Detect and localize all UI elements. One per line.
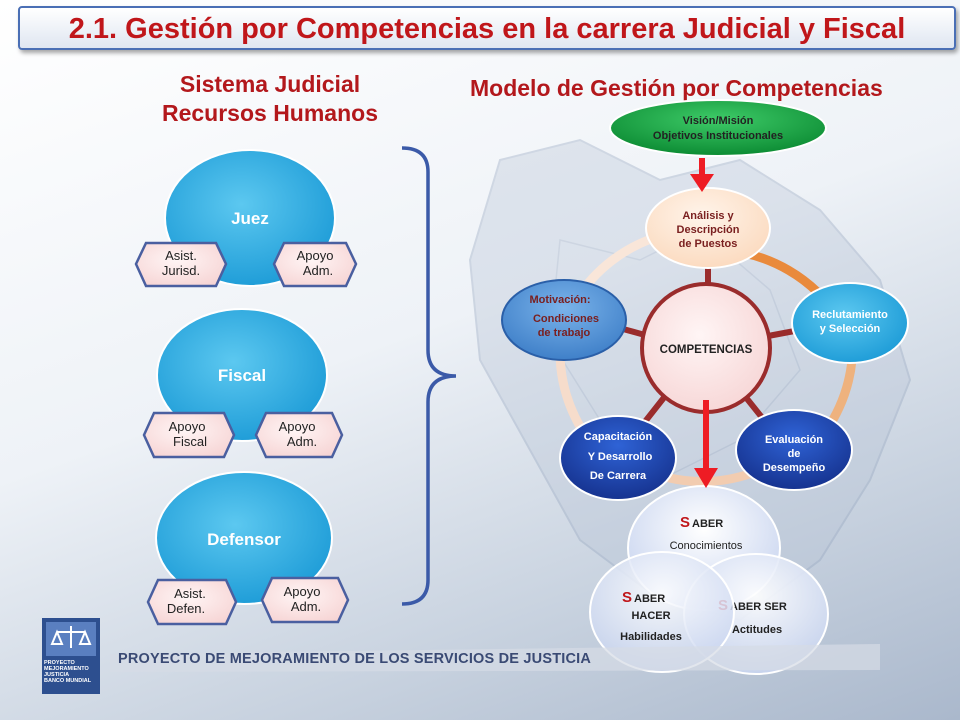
svg-text:Desempeño: Desempeño xyxy=(763,462,826,474)
venn-hacer: S ABER HACER Habilidades xyxy=(589,551,735,673)
curly-bracket xyxy=(401,146,457,606)
logo-justicia xyxy=(42,618,100,694)
node-capacitacion: Capacitación Y Desarrollo De Carrera xyxy=(559,415,677,501)
svg-text:De Carrera: De Carrera xyxy=(590,470,647,482)
svg-text:Descripción: Descripción xyxy=(677,224,740,236)
svg-text:Defensor: Defensor xyxy=(207,530,281,549)
tag-apoyo-adm-fiscal: Apoyo Adm. xyxy=(254,411,344,459)
role-juez: Juez Asist. Jurisd. Apoyo Adm. xyxy=(134,149,358,288)
svg-text:Apoyo: Apoyo xyxy=(284,584,321,599)
arrow-competencias-to-saber xyxy=(694,400,718,488)
svg-text:S: S xyxy=(622,589,632,606)
center-competencias: COMPETENCIAS xyxy=(640,282,772,414)
footer-project-text: PROYECTO DE MEJORAMIENTO DE LOS SERVICIO… xyxy=(118,651,592,667)
svg-text:Conocimientos: Conocimientos xyxy=(670,540,743,552)
svg-text:Objetivos Institucionales: Objetivos Institucionales xyxy=(653,130,783,142)
svg-text:Reclutamiento: Reclutamiento xyxy=(812,309,888,321)
role-fiscal: Fiscal Apoyo Fiscal Apoyo Adm. xyxy=(142,308,344,459)
tag-apoyo-adm-defensor: Apoyo Adm. xyxy=(260,576,350,624)
node-analisis: Análisis y Descripción de Puestos xyxy=(645,187,771,269)
svg-text:ABER: ABER xyxy=(692,518,723,530)
svg-text:ABER: ABER xyxy=(634,593,665,605)
role-defensor: Defensor Asist. Defen. Apoyo Adm. xyxy=(146,471,350,626)
svg-text:Adm.: Adm. xyxy=(287,434,317,449)
left-heading-line2: Recursos Humanos xyxy=(161,100,378,126)
tag-apoyo-adm-juez: Apoyo Adm. xyxy=(272,241,358,288)
svg-text:Asist.: Asist. xyxy=(165,248,197,263)
svg-text:Análisis y: Análisis y xyxy=(682,210,734,222)
title-bar: 2.1. Gestión por Competencias en la carr… xyxy=(18,6,956,50)
node-reclutamiento: Reclutamiento y Selección xyxy=(791,282,909,364)
svg-text:HACER: HACER xyxy=(631,610,670,622)
logo-text: PROYECTO MEJORAMIENTO JUSTICIA BANCO MUN… xyxy=(44,660,92,684)
svg-text:Fiscal: Fiscal xyxy=(173,434,207,449)
svg-text:Visión/Misión: Visión/Misión xyxy=(683,115,754,127)
svg-text:Capacitación: Capacitación xyxy=(584,431,653,443)
svg-text:Defen.: Defen. xyxy=(167,601,205,616)
footer-band xyxy=(110,644,880,672)
tag-asist-defen: Asist. Defen. xyxy=(146,578,238,626)
role-juez-label: Juez xyxy=(231,209,269,228)
svg-text:Adm.: Adm. xyxy=(303,263,333,278)
tag-apoyo-fiscal: Apoyo Fiscal xyxy=(142,411,236,459)
svg-text:Evaluación: Evaluación xyxy=(765,434,823,446)
svg-text:Habilidades: Habilidades xyxy=(620,631,682,643)
svg-text:Jurisd.: Jurisd. xyxy=(162,263,200,278)
left-heading: Sistema Judicial Recursos Humanos xyxy=(120,70,420,128)
svg-text:Actitudes: Actitudes xyxy=(732,624,782,636)
svg-text:Asist.: Asist. xyxy=(174,586,206,601)
node-motivacion: Motivación: Condiciones de trabajo xyxy=(501,279,627,361)
svg-text:Adm.: Adm. xyxy=(291,599,321,614)
svg-text:S: S xyxy=(680,514,690,531)
svg-text:Condiciones: Condiciones xyxy=(533,313,599,325)
svg-text:de Puestos: de Puestos xyxy=(679,238,738,250)
svg-text:Fiscal: Fiscal xyxy=(218,366,266,385)
slide-title: 2.1. Gestión por Competencias en la carr… xyxy=(68,13,906,45)
svg-text:de trabajo: de trabajo xyxy=(538,327,591,339)
svg-text:Motivación:: Motivación: xyxy=(529,294,590,306)
right-heading: Modelo de Gestión por Competencias xyxy=(470,75,883,101)
node-evaluacion: Evaluación de Desempeño xyxy=(735,409,853,491)
svg-text:y Selección: y Selección xyxy=(820,323,881,335)
svg-text:ABER SER: ABER SER xyxy=(730,601,787,613)
tag-asist-jurisd: Asist. Jurisd. xyxy=(134,241,228,288)
svg-text:Apoyo: Apoyo xyxy=(279,419,316,434)
arrow-vision-to-analisis xyxy=(690,158,714,192)
svg-text:Apoyo: Apoyo xyxy=(297,248,334,263)
svg-text:Apoyo: Apoyo xyxy=(169,419,206,434)
node-vision: Visión/Misión Objetivos Institucionales xyxy=(609,99,827,157)
svg-text:COMPETENCIAS: COMPETENCIAS xyxy=(660,344,753,356)
svg-text:de: de xyxy=(788,448,801,460)
svg-text:Y Desarrollo: Y Desarrollo xyxy=(588,451,653,463)
left-heading-line1: Sistema Judicial xyxy=(179,71,361,97)
